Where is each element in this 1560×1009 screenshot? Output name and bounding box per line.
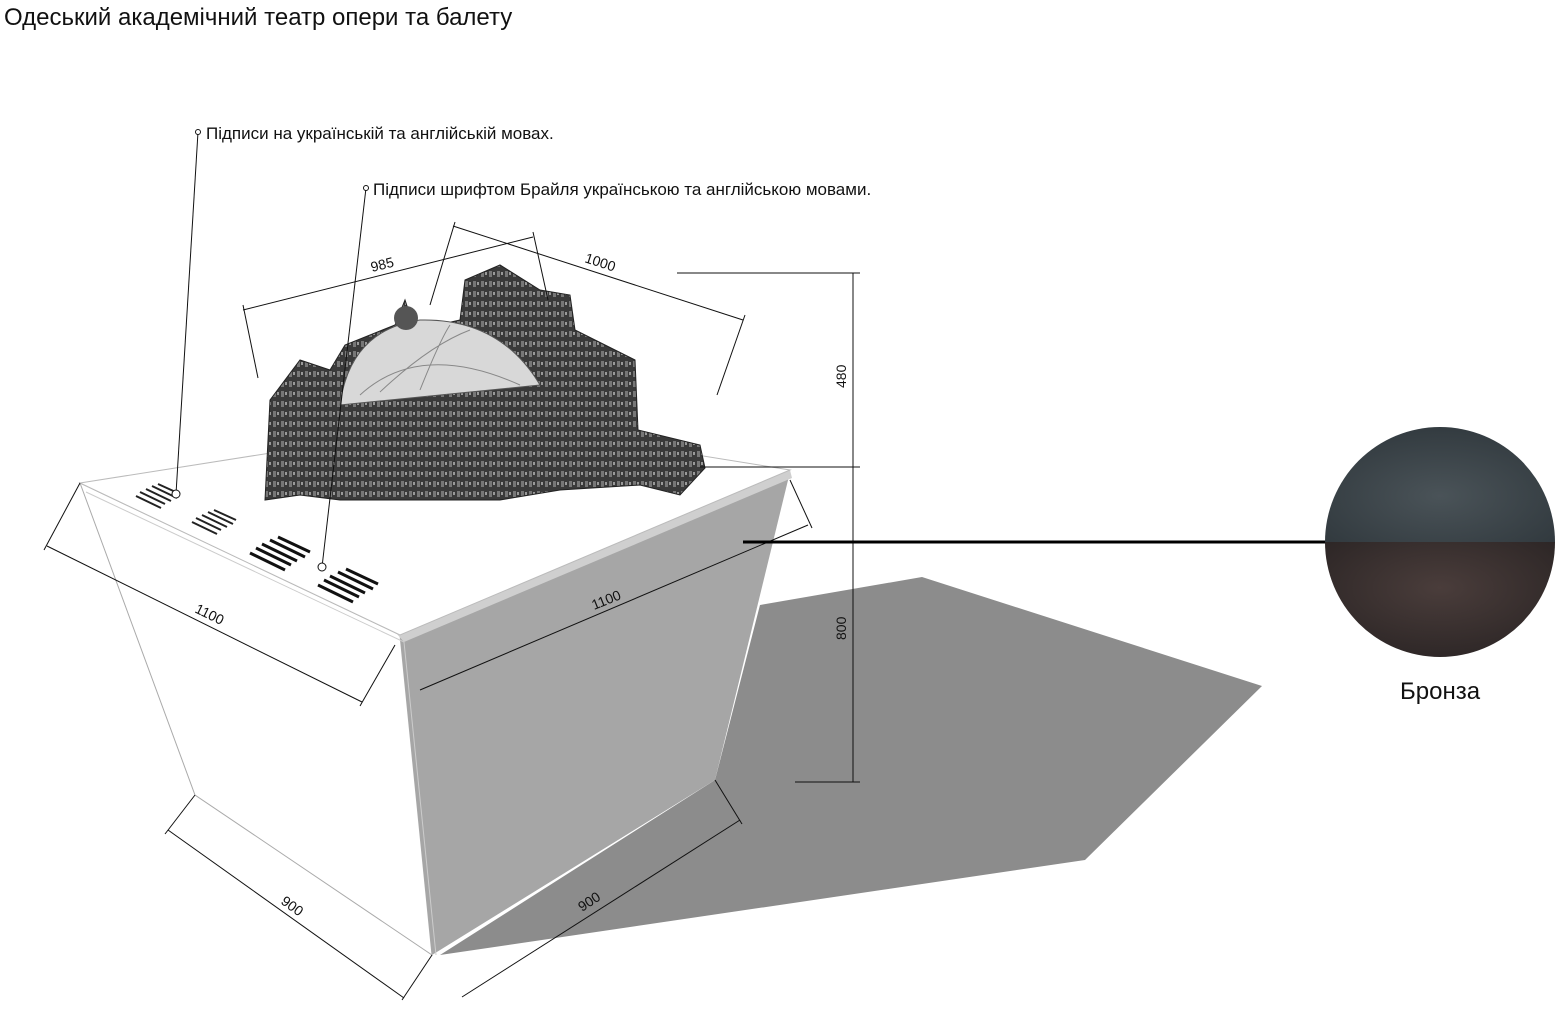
note-bilingual-labels: Підписи на українській та англійській мо… [206, 124, 554, 143]
text-label-marks [135, 483, 237, 535]
dim-900-left: 900 [278, 892, 306, 919]
page-title: Одеський академічний театр опери та бале… [4, 4, 513, 31]
braille-marks [249, 535, 379, 604]
pedestal-shadow [440, 577, 1262, 955]
pedestal-edge [396, 470, 792, 642]
pedestal-right-face [400, 472, 790, 955]
bronze-swatch [1325, 427, 1555, 657]
note-braille-labels: Підписи шрифтом Брайля українською та ан… [373, 180, 872, 199]
note-leaders [171, 129, 369, 572]
material-label: Бронза [1400, 678, 1481, 705]
dim-985: 985 [369, 254, 396, 275]
dim-480: 480 [833, 364, 849, 388]
dim-1000: 1000 [583, 250, 618, 275]
dimension-lines [43, 221, 860, 1001]
opera-house-model [264, 264, 706, 501]
dim-800: 800 [833, 616, 849, 640]
